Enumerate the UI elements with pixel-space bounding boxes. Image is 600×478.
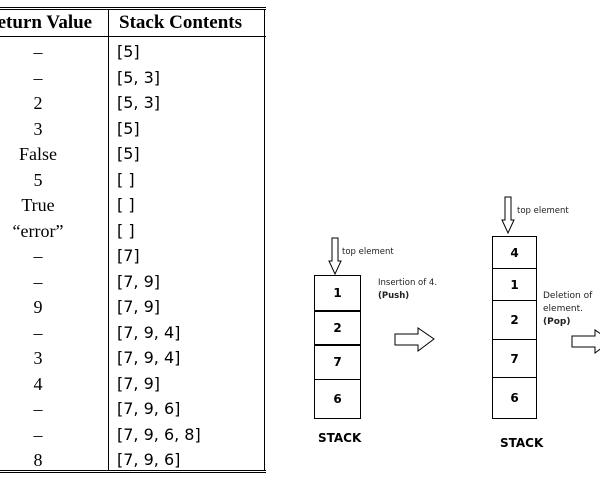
return-value-cell: – [33,42,43,62]
header-rule [0,36,266,37]
return-value-cell: – [33,424,43,445]
stack-element: 7 [315,345,360,380]
table-bottom-rule [0,470,266,471]
stack-contents-cell: [7] [117,246,140,265]
stack-2-label: STACK [500,436,544,450]
return-value-cell: – [33,271,43,292]
stack-element: 4 [493,237,536,269]
return-value-cell: 4 [33,373,43,394]
stack-element: 6 [510,391,519,405]
stack-contents-cell: [5] [117,42,140,61]
return-value-cell: 8 [33,450,43,470]
down-arrow-icon [328,237,342,275]
stack-contents-cell: [ ] [117,220,135,240]
stack-element: 1 [493,269,536,301]
stack-1-label: STACK [318,431,362,445]
stack-contents-cell: [7, 9, 4] [117,322,181,342]
stack-contents-cell: [7, 9, 6] [117,399,181,418]
return-value-cell: – [33,246,43,266]
return-value-cell: True [21,195,55,215]
table-right-border [264,9,265,471]
table-bottom-rule [0,472,266,473]
stack-contents-cell: [5] [117,118,140,138]
return-value-cell: – [33,67,43,88]
top-element-label: top element [517,206,569,216]
stack-element: 1 [315,276,360,312]
return-value-cell: 3 [33,118,43,139]
stack-2: 4 1 2 7 6 [492,236,537,419]
pop-caption: Deletion of element. (Pop) [543,290,592,329]
return-value-cell: “error” [12,220,64,241]
stack-element: 2 [493,301,536,340]
stack-contents-cell: [5, 3] [117,93,161,112]
return-value-cell: 5 [33,169,43,190]
stack-contents-cell: [5, 3] [117,67,161,87]
return-value-cell: 2 [33,93,43,113]
pop-caption-line: element. [543,304,583,314]
return-value-cell: 9 [33,297,43,317]
return-value-cell: 3 [33,348,43,368]
table-top-rule [0,9,266,10]
stack-contents-cell: [7, 9] [117,297,161,316]
down-arrow-icon [501,196,515,234]
stack-contents-cell: [7, 9, 6] [117,450,181,469]
stack-contents-cell: [7, 9] [117,373,161,393]
column-divider [108,9,109,471]
header-return-value: Return Value [0,12,93,33]
right-arrow-icon [394,327,435,352]
push-caption-line: (Push) [378,291,410,301]
header-stack-contents: Stack Contents [119,12,242,33]
table-top-rule [0,7,266,8]
stack-1: 1 2 7 6 [314,275,361,419]
pop-caption-line: Deletion of [543,291,593,301]
stack-contents-cell: [ ] [117,169,135,189]
top-element-label: top element [342,247,394,257]
stack-contents-cell: [5] [117,144,140,163]
stack-contents-cell: [ ] [117,195,135,214]
right-arrow-icon [571,329,600,354]
return-value-cell: False [19,144,57,164]
stack-contents-cell: [7, 9, 6, 8] [117,424,201,444]
stack-element: 6 [333,392,342,406]
push-caption-line: Insertion of 4. [378,278,438,288]
return-value-cell: – [33,322,43,343]
stack-contents-cell: [7, 9, 4] [117,348,181,367]
stack-contents-cell: [7, 9] [117,271,161,291]
stack-element: 7 [493,340,536,378]
push-caption: Insertion of 4. (Push) [378,277,437,303]
stack-element: 2 [315,311,360,346]
return-value-cell: – [33,399,43,419]
pop-caption-line: (Pop) [543,317,571,327]
